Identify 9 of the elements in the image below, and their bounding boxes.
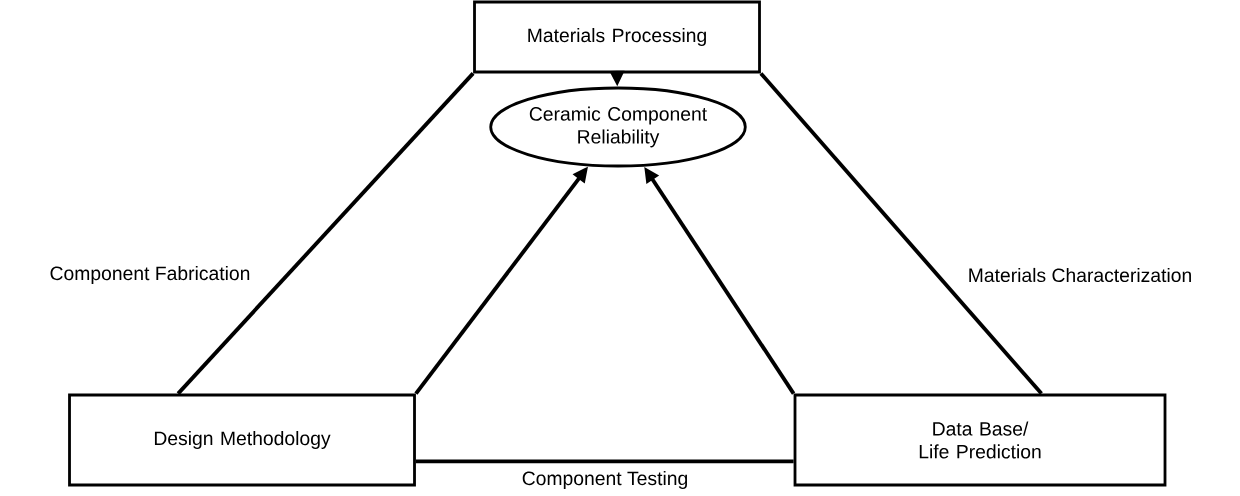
connector-line [176,72,475,395]
process-box: Materials Processing [473,0,761,74]
edge-label: Component Fabrication [47,264,253,286]
connector-line [415,459,794,464]
connector-line [759,72,1043,395]
edge-label: Materials Characterization [966,266,1195,284]
edge-label: Component Testing [520,469,691,491]
process-box: Data Base/ Life Prediction [793,393,1167,487]
process-box: Design Methodology [68,393,416,487]
